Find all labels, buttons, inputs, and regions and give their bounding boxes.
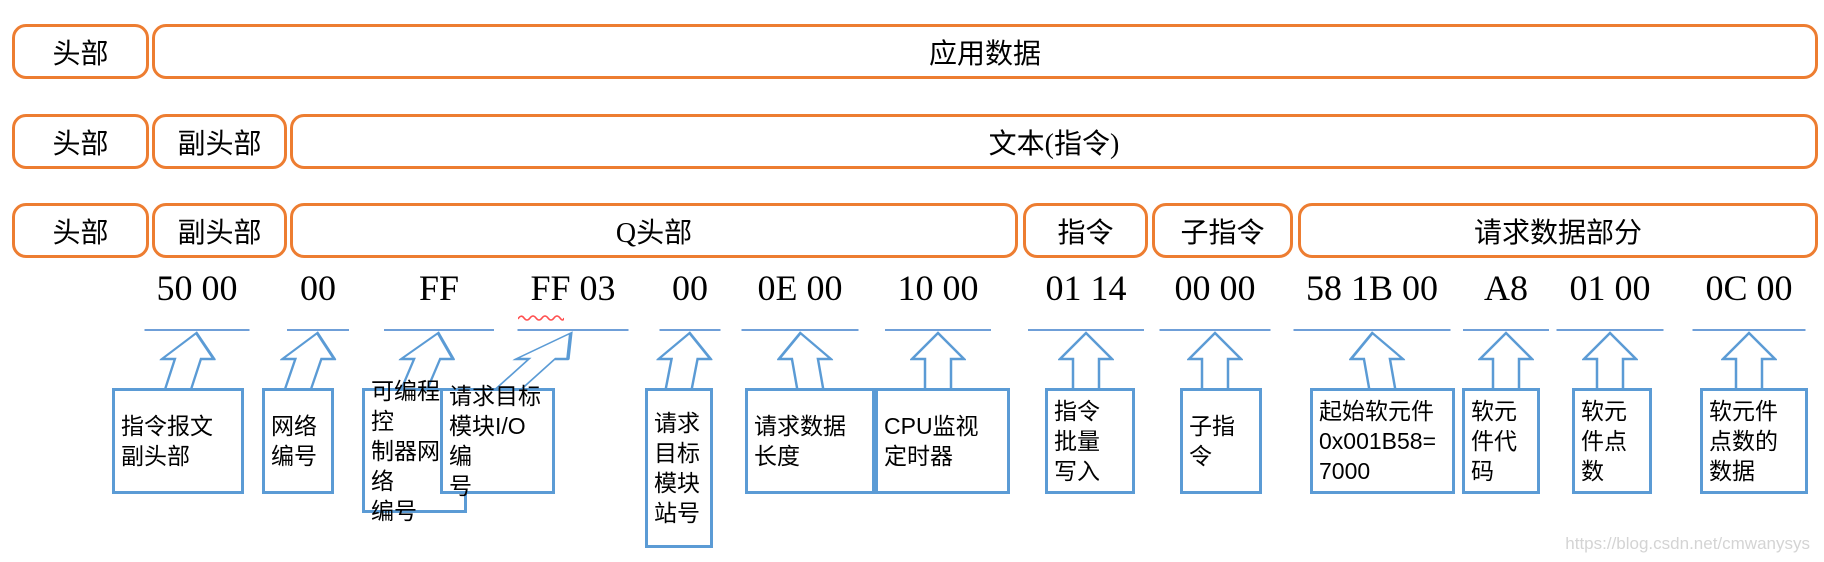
up-arrow-icon [655,331,714,391]
underline [287,329,349,331]
up-arrow-icon [1478,331,1534,391]
hex-value: 50 00 [156,268,238,308]
cell-label: 头部 [52,217,109,249]
field-label-box: 请求目标 模块I/O编 号 [440,383,555,499]
underline [1159,329,1271,331]
field-label-box: 子指 令 [1180,388,1262,494]
hex-value: 0C 00 [1705,268,1793,308]
cell-subheader: 副头部 [152,203,287,258]
field-label-box: 起始软元件 0x001B58= 7000 [1310,388,1455,494]
underline [741,329,859,331]
cell-label: 头部 [52,128,109,160]
hex-value: 58 1B 00 [1305,268,1439,308]
up-arrow-icon [776,331,835,391]
cell-q-header: Q头部 [290,203,1018,258]
underline [1293,329,1451,331]
up-arrow-icon [1187,331,1243,391]
underline [1692,329,1806,331]
up-arrow-icon [278,331,337,391]
cell-label: 应用数据 [928,38,1041,70]
underline [517,329,629,331]
hex-value: A8 [1484,268,1528,308]
cell-text-command: 文本(指令) [290,114,1818,169]
field-label-box: 软元 件代 码 [1462,388,1540,494]
underline [144,329,250,331]
hex-value: 10 00 [897,268,979,308]
spellcheck-squiggle-icon [518,315,564,321]
underline [659,329,721,331]
up-arrow-icon [1058,331,1114,391]
field-label-box: 请求数据 长度 [745,388,875,494]
up-arrow-icon [158,331,217,391]
cell-label: 文本(指令) [988,128,1120,160]
cell-label: 副头部 [177,217,262,249]
cell-label: 请求数据部分 [1473,217,1642,249]
underline [384,329,494,331]
up-arrow-icon [397,331,456,391]
cell-command: 指令 [1023,203,1148,258]
cell-header: 头部 [12,114,149,169]
cell-application-data: 应用数据 [152,24,1818,79]
field-label-box: 软元 件点 数 [1572,388,1652,494]
cell-subcommand: 子指令 [1152,203,1293,258]
cell-label: Q头部 [615,217,693,249]
cell-label: 头部 [52,38,109,70]
field-label-box: 网络 编号 [262,388,334,494]
field-label-box: 请求 目标 模块 站号 [645,388,713,548]
cell-header: 头部 [12,203,149,258]
hex-value: 01 14 [1045,268,1127,308]
underline [1463,329,1549,331]
hex-value: 01 00 [1569,268,1651,308]
hex-value: 00 [672,268,708,308]
cell-label: 副头部 [177,128,262,160]
up-arrow-icon [1582,331,1638,391]
cell-label: 子指令 [1180,217,1265,249]
hex-value: FF [418,268,460,308]
cell-label: 指令 [1057,217,1114,249]
cell-header: 头部 [12,24,149,79]
up-arrow-icon [1348,331,1407,391]
field-label-box: 指令报文 副头部 [112,388,244,494]
underline [1028,329,1144,331]
field-label-box: CPU监视 定时器 [875,388,1010,494]
watermark-url: https://blog.csdn.net/cmwanysys [1565,534,1810,553]
field-label-box: 指令 批量 写入 [1045,388,1135,494]
hex-value: 0E 00 [757,268,843,308]
hex-value: FF 03 [530,268,616,308]
hex-value: 00 [300,268,336,308]
cell-subheader: 副头部 [152,114,287,169]
underline [1556,329,1664,331]
field-label-box: 软元件 点数的 数据 [1700,388,1808,494]
up-arrow-icon [910,331,966,391]
cell-request-data-part: 请求数据部分 [1298,203,1818,258]
up-arrow-icon [490,331,573,391]
underline [885,329,991,331]
up-arrow-icon [1721,331,1777,391]
hex-value: 00 00 [1174,268,1256,308]
